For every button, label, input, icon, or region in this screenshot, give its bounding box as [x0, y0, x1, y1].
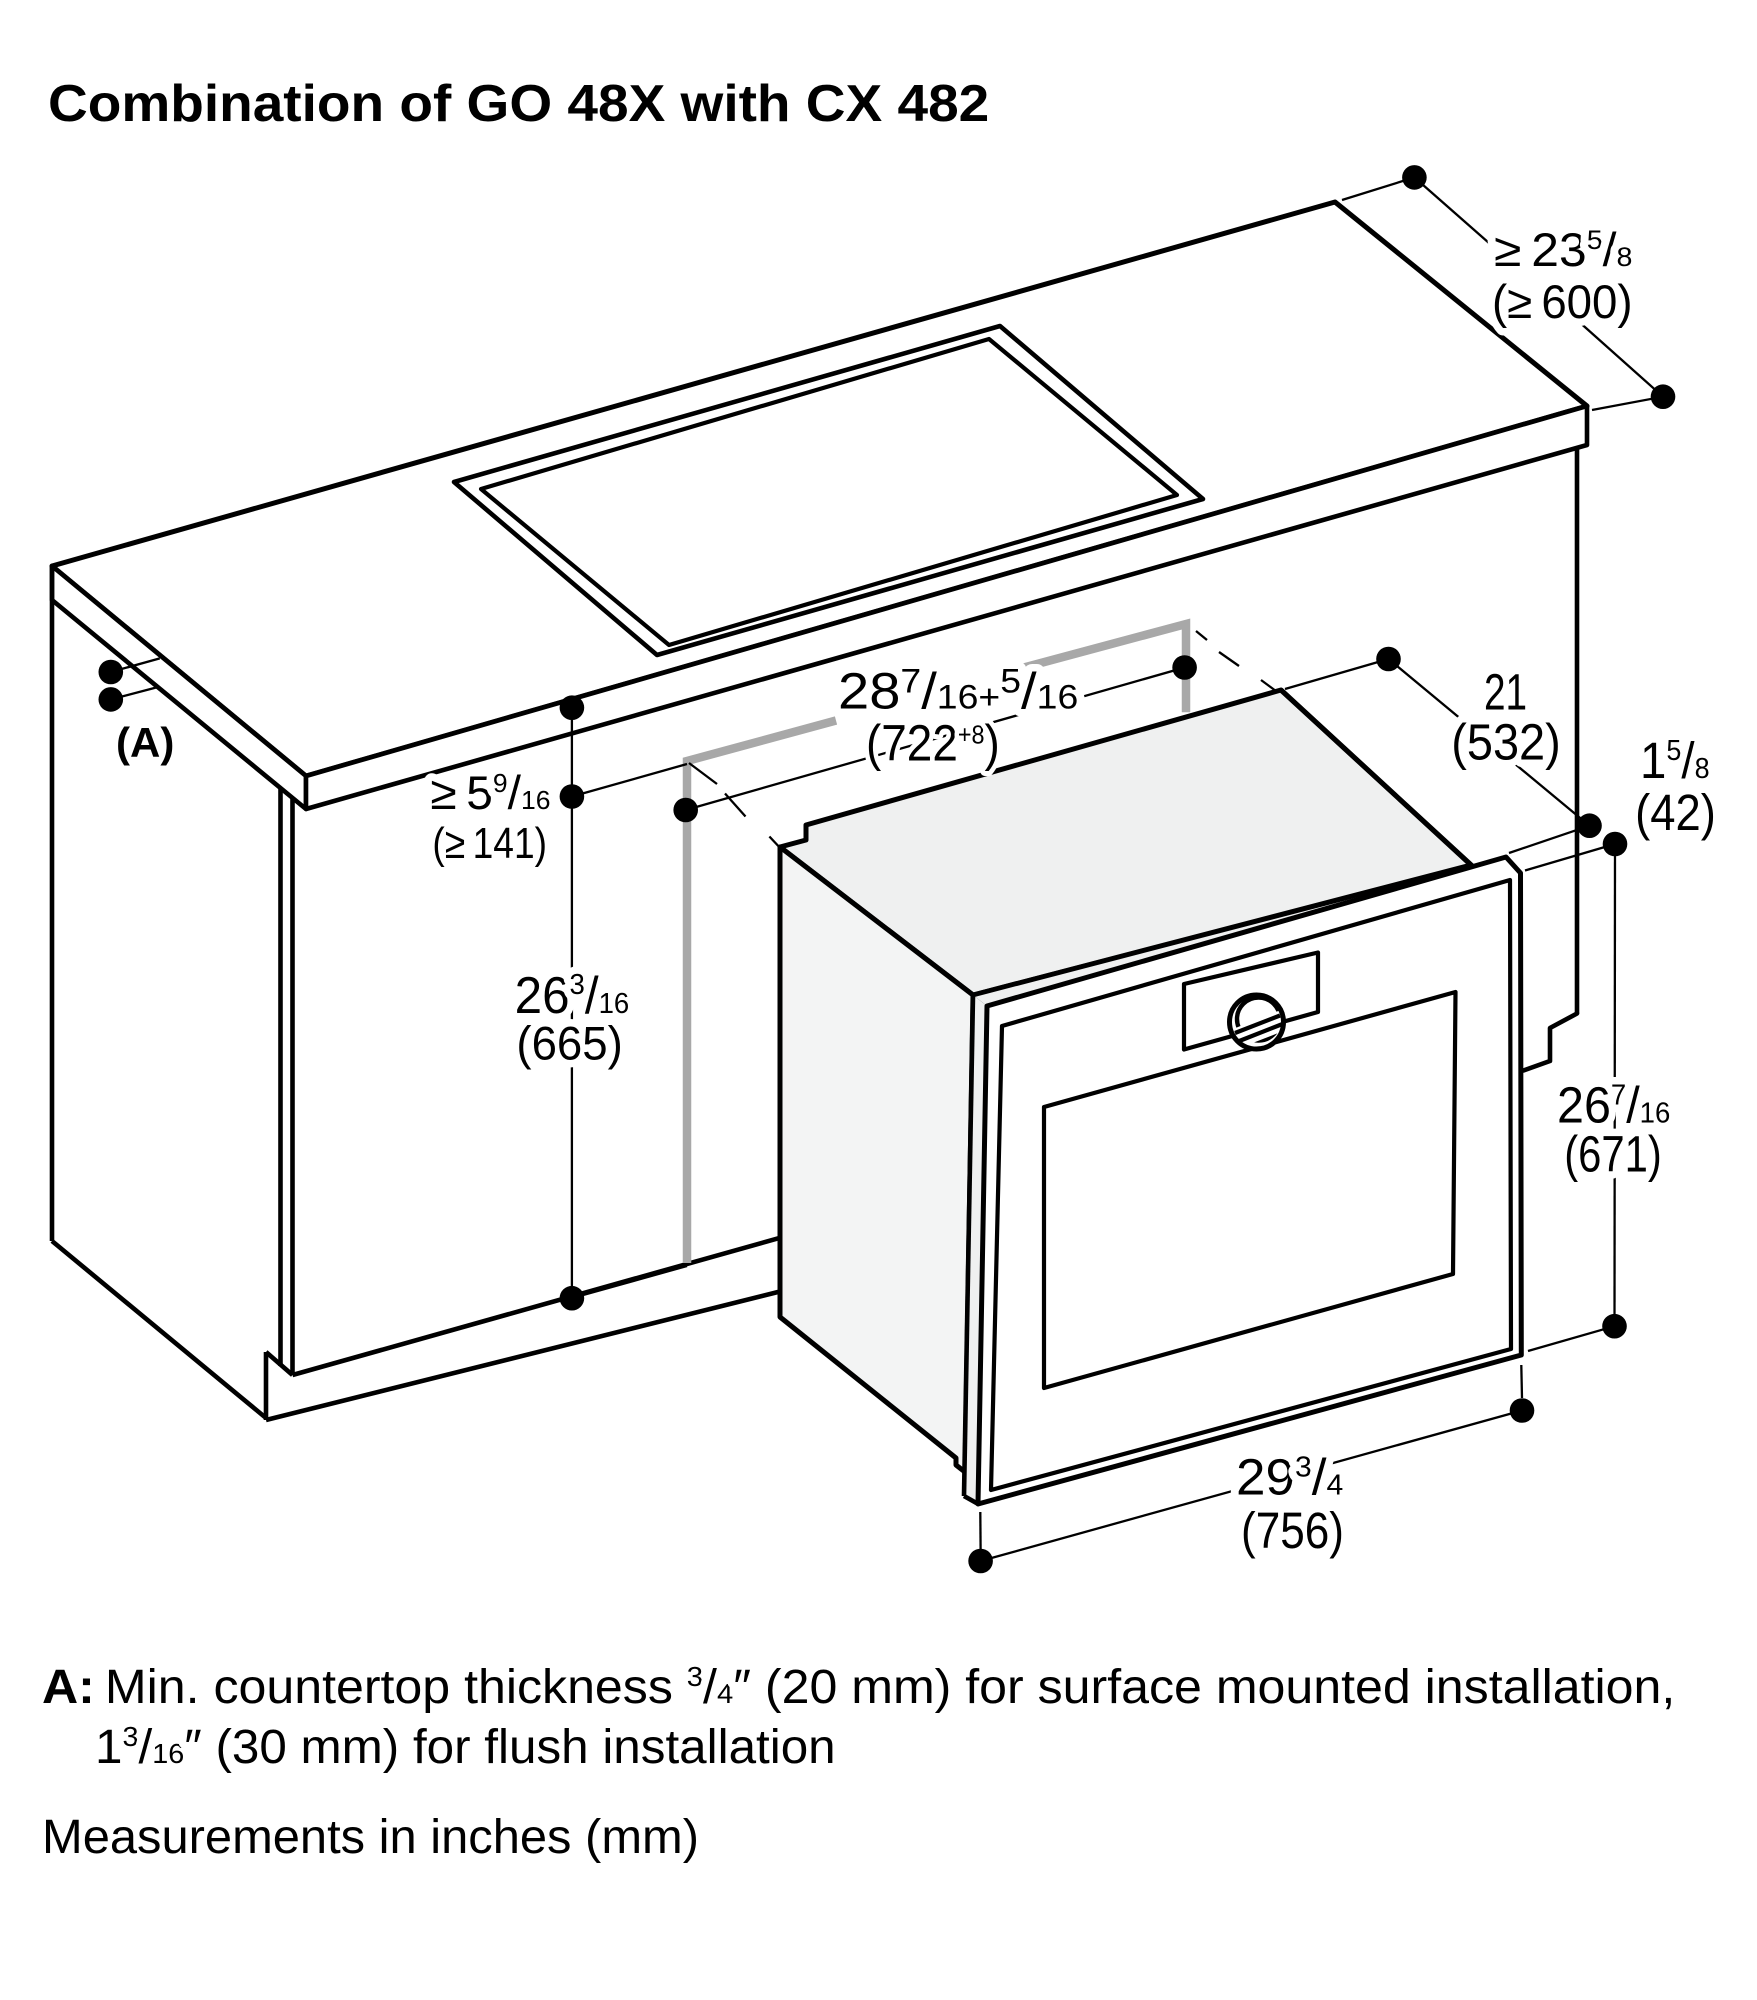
svg-text:(42): (42)	[1635, 785, 1716, 842]
svg-text:13/16″ (30 mm) for flush insta: 13/16″ (30 mm) for flush installation	[95, 1721, 836, 1774]
svg-text:(665): (665)	[516, 1017, 622, 1070]
svg-text:(≥ 141): (≥ 141)	[432, 818, 547, 868]
svg-text:Combination of GO 48X with CX: Combination of GO 48X with CX 482	[48, 75, 989, 132]
svg-text:21: 21	[1484, 663, 1527, 720]
svg-text:(722+8): (722+8)	[866, 715, 1000, 772]
svg-text:(671): (671)	[1564, 1126, 1662, 1183]
svg-text:A: Min. countertop thickness 3: A: Min. countertop thickness 3/4″ (20 mm…	[42, 1661, 1675, 1714]
svg-text:(532): (532)	[1451, 715, 1561, 771]
svg-text:≥ 235/8: ≥ 235/8	[1494, 224, 1632, 276]
svg-text:(≥ 600): (≥ 600)	[1492, 275, 1633, 328]
svg-text:(A): (A)	[116, 719, 174, 766]
svg-text:(756): (756)	[1241, 1503, 1344, 1560]
svg-text:Measurements in inches (mm): Measurements in inches (mm)	[42, 1810, 699, 1864]
svg-text:263/16: 263/16	[515, 966, 630, 1024]
